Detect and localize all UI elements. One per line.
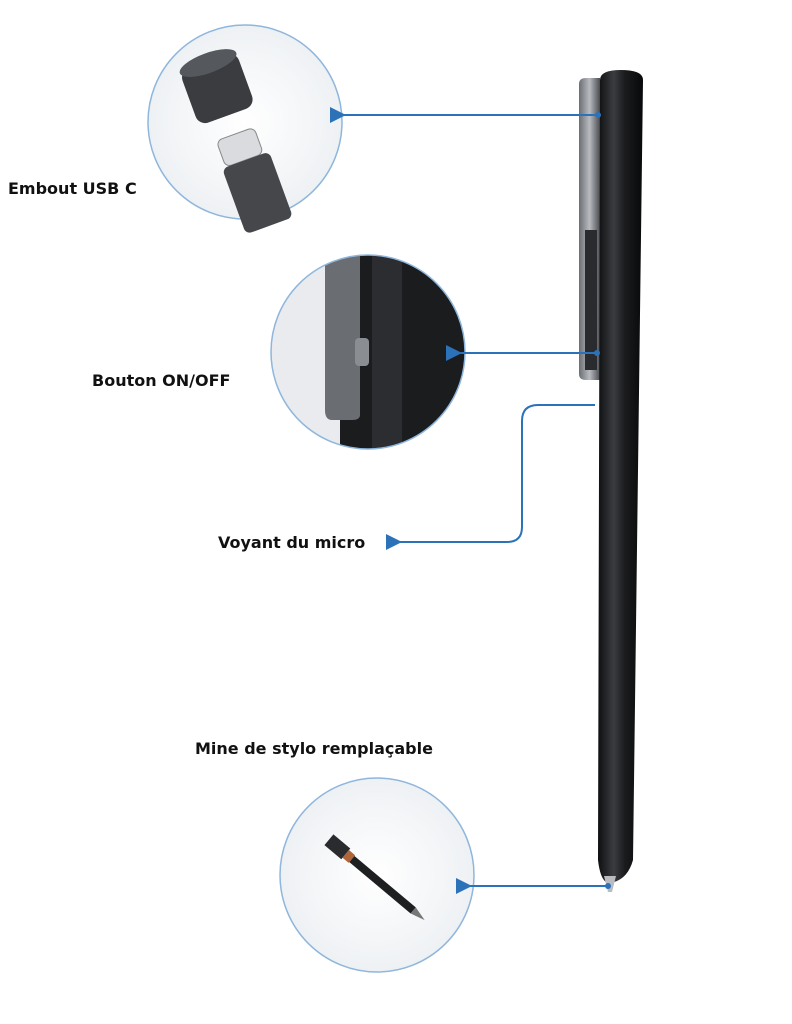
- refill-image: [324, 834, 425, 921]
- anchor-dot-usb: [595, 112, 601, 118]
- pen: [579, 70, 643, 892]
- clip-slot: [585, 230, 597, 370]
- anchor-dot-button: [594, 350, 600, 356]
- usb-cap-image: [179, 49, 253, 124]
- on-off-button-image: [355, 338, 369, 366]
- label-mic-led: Voyant du micro: [218, 533, 365, 552]
- pen-body: [598, 70, 643, 890]
- callout-arrows: [330, 107, 610, 894]
- arrow-led: [386, 404, 595, 550]
- label-on-off-button: Bouton ON/OFF: [92, 371, 230, 390]
- refill-detail-circle: [279, 777, 475, 973]
- usb-c-connector-image: [217, 128, 292, 233]
- label-replaceable-refill: Mine de stylo remplaçable: [195, 739, 433, 758]
- usb-detail-circle: [147, 24, 343, 233]
- anchor-dot-refill: [605, 883, 611, 889]
- label-usb-c: Embout USB C: [8, 179, 137, 198]
- button-detail-circle: [270, 254, 466, 450]
